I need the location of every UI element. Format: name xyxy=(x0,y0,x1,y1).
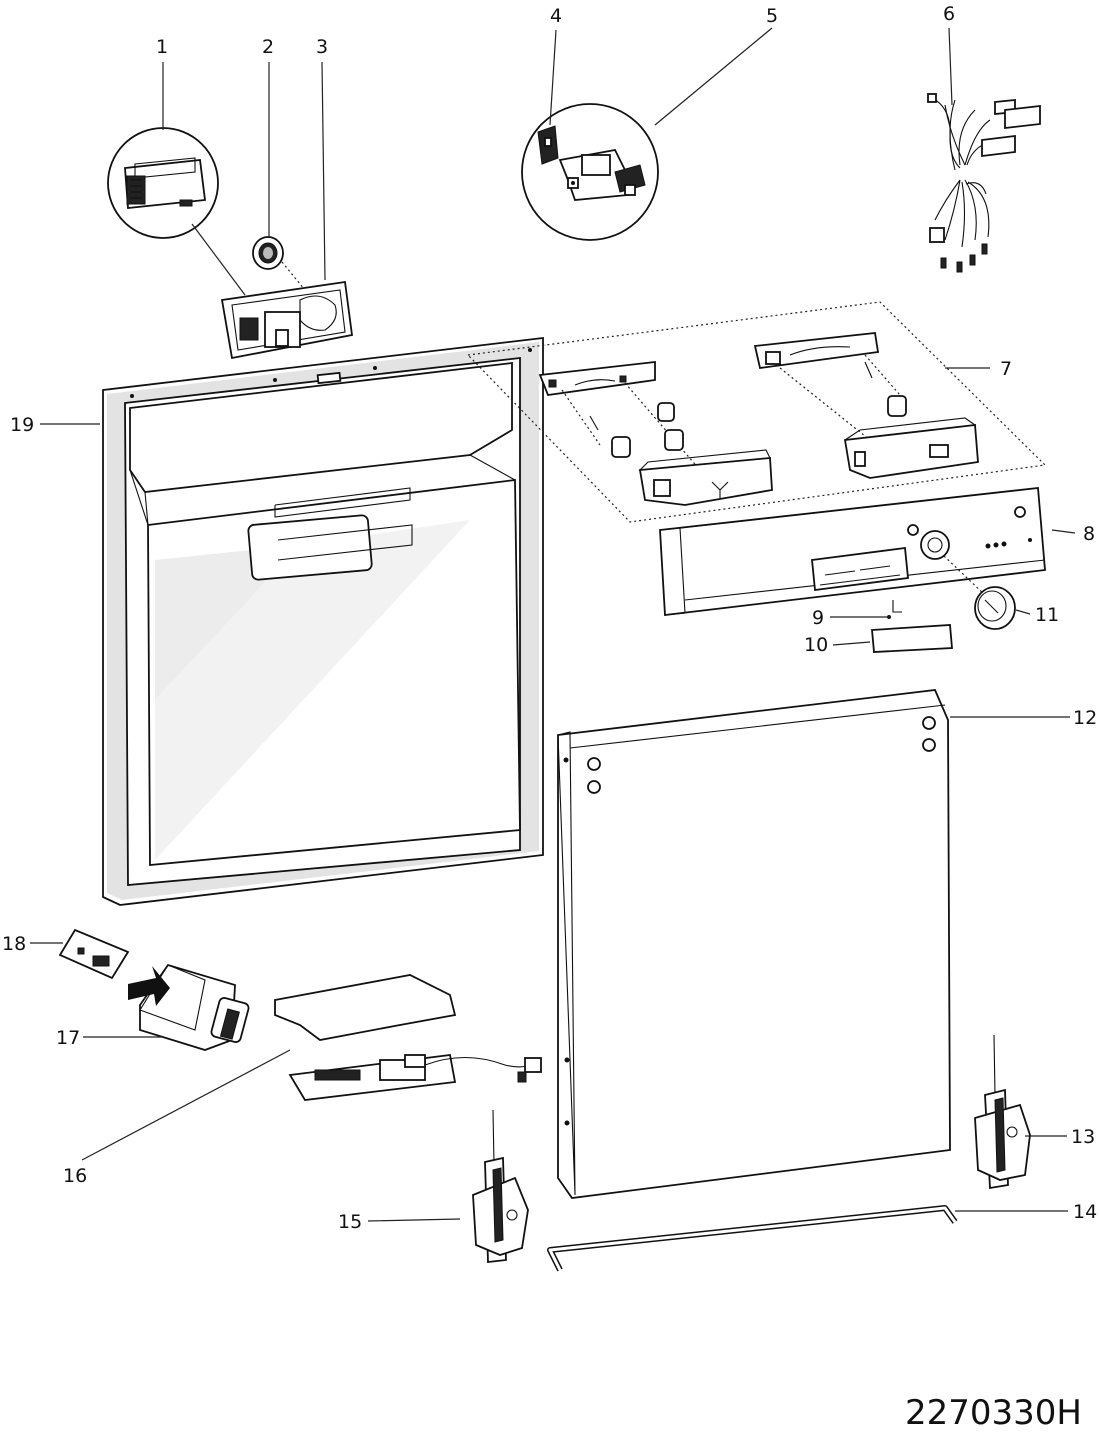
callout-11: 11 xyxy=(1035,604,1059,626)
part-8-control-panel[interactable] xyxy=(659,487,1046,617)
callout-14: 14 xyxy=(1073,1201,1097,1223)
callout-6: 6 xyxy=(943,3,955,25)
callout-8: 8 xyxy=(1083,523,1095,545)
part-15-hinge-left[interactable] xyxy=(472,1109,529,1264)
part-16-electronic-board[interactable] xyxy=(81,974,542,1161)
callout-17: 17 xyxy=(56,1027,80,1049)
part-19-inner-door[interactable] xyxy=(102,336,544,906)
callout-1: 1 xyxy=(156,36,168,58)
led-holder xyxy=(611,395,907,458)
leader-lines xyxy=(30,27,1076,1222)
part-17-dispenser-unit[interactable] xyxy=(128,963,250,1051)
part-3-dispenser[interactable] xyxy=(220,280,354,360)
callout-2: 2 xyxy=(262,36,274,58)
part-9-clip[interactable] xyxy=(887,600,902,619)
part-2-ring[interactable] xyxy=(252,236,306,291)
part-11-knob[interactable] xyxy=(974,586,1016,630)
callout-4: 4 xyxy=(550,5,562,27)
part-7-control-module-group[interactable] xyxy=(466,301,1047,523)
part-18-label-plate[interactable] xyxy=(58,928,130,980)
callout-3: 3 xyxy=(316,36,328,58)
part-13-hinge-right[interactable] xyxy=(974,1034,1031,1190)
drawing-code: 2270330H xyxy=(905,1393,1082,1432)
callout-9: 9 xyxy=(812,607,824,629)
callout-12: 12 xyxy=(1073,707,1097,729)
part-14-rod[interactable] xyxy=(547,1205,958,1272)
part-6-wiring-harness[interactable] xyxy=(927,93,1041,273)
part-5-lock-detail[interactable] xyxy=(521,103,659,241)
callout-7: 7 xyxy=(1000,358,1012,380)
part-1-cover-detail[interactable] xyxy=(107,127,246,296)
callout-18: 18 xyxy=(2,933,26,955)
callout-16: 16 xyxy=(63,1165,87,1187)
callout-labels: 1 2 3 4 5 6 7 8 9 10 11 12 13 14 15 16 1… xyxy=(2,3,1097,1233)
callout-5: 5 xyxy=(766,5,778,27)
part-4-microswitch[interactable] xyxy=(537,125,559,165)
part-10-display-window[interactable] xyxy=(871,624,953,653)
callout-15: 15 xyxy=(338,1211,362,1233)
part-12-outer-door[interactable] xyxy=(557,689,951,1199)
callout-10: 10 xyxy=(804,634,828,656)
callout-19: 19 xyxy=(10,414,34,436)
callout-13: 13 xyxy=(1071,1126,1095,1148)
